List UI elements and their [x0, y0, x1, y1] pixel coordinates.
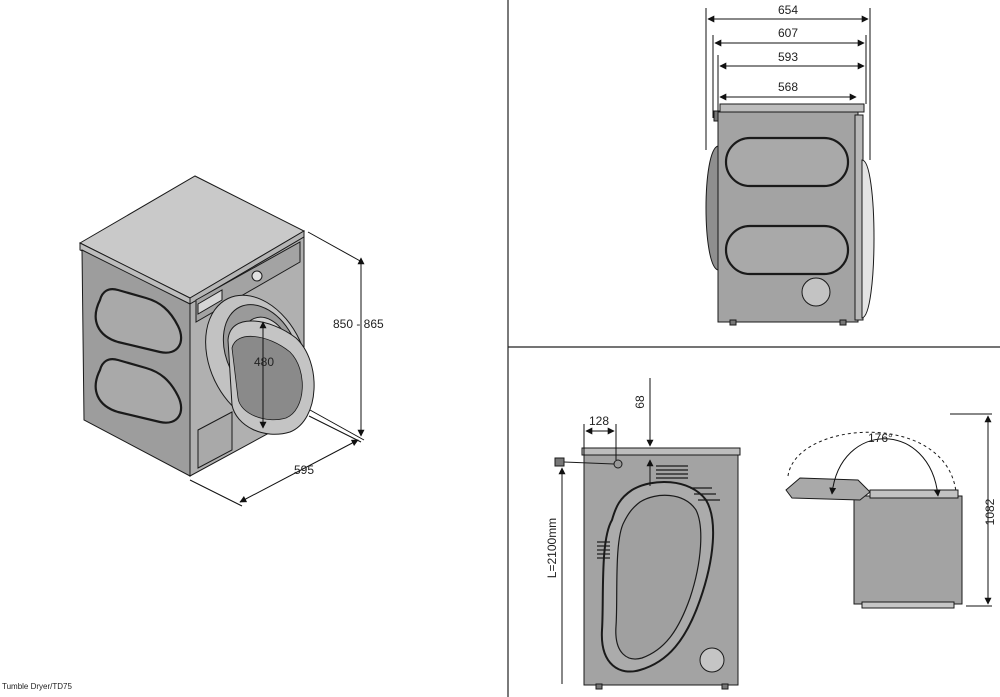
- isometric-dryer: [78, 175, 315, 477]
- door-height-label: 1082: [983, 498, 997, 525]
- side-dimension-lines: [705, 8, 871, 160]
- model-caption: Tumble Dryer/TD75: [2, 682, 72, 691]
- depth-door-label: 607: [778, 26, 798, 40]
- rear-offset-horizontal-label: 128: [589, 414, 609, 428]
- door-open-view-dryer: [785, 431, 963, 609]
- rear-offset-vertical-label: 68: [633, 395, 647, 409]
- door-dimension-lines: [829, 413, 992, 607]
- depth-top-label: 593: [778, 50, 798, 64]
- front-dimension-lines: [189, 231, 365, 507]
- front-width-label: 595: [294, 463, 314, 477]
- rear-view-dryer: [554, 447, 741, 690]
- door-angle-label: 176°: [868, 431, 893, 445]
- depth-total-label: 654: [778, 3, 798, 17]
- rear-dimension-lines: [558, 378, 654, 684]
- depth-body-label: 568: [778, 80, 798, 94]
- panel-dividers: [507, 0, 1000, 697]
- door-opening-label: 480: [254, 355, 274, 369]
- cable-length-label: L=2100mm: [545, 518, 559, 578]
- side-view-dryer: [705, 103, 875, 326]
- front-height-label: 850 - 865: [333, 317, 384, 331]
